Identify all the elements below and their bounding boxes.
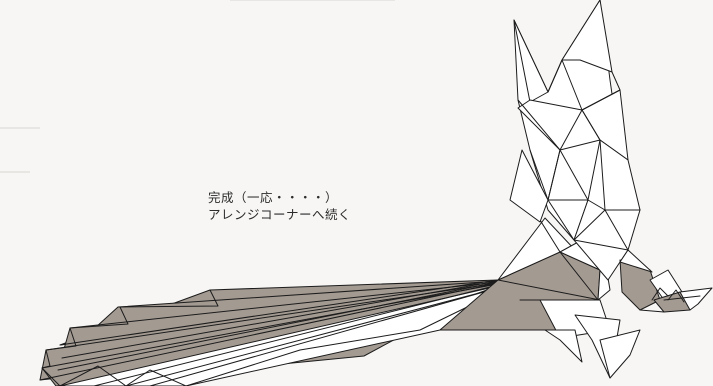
leg-left (544, 329, 583, 363)
head-neck (619, 249, 713, 313)
wing-lower-flap (509, 149, 549, 223)
beak (679, 287, 713, 311)
wing-spike-top (561, 0, 613, 73)
caption-line-complete: 完成（一応・・・・） (208, 190, 339, 205)
wing-facet-4 (599, 139, 641, 211)
background-scan-marks (0, 0, 395, 173)
wing-spike-left (513, 19, 549, 103)
tail-fan (39, 279, 499, 386)
wings (509, 0, 641, 281)
leg-claw (599, 329, 641, 379)
caption-line-continue: アレンジコーナーへ続く (208, 207, 352, 222)
completion-caption: 完成（一応・・・・） アレンジコーナーへ続く (208, 189, 351, 223)
neck-white (619, 249, 653, 273)
